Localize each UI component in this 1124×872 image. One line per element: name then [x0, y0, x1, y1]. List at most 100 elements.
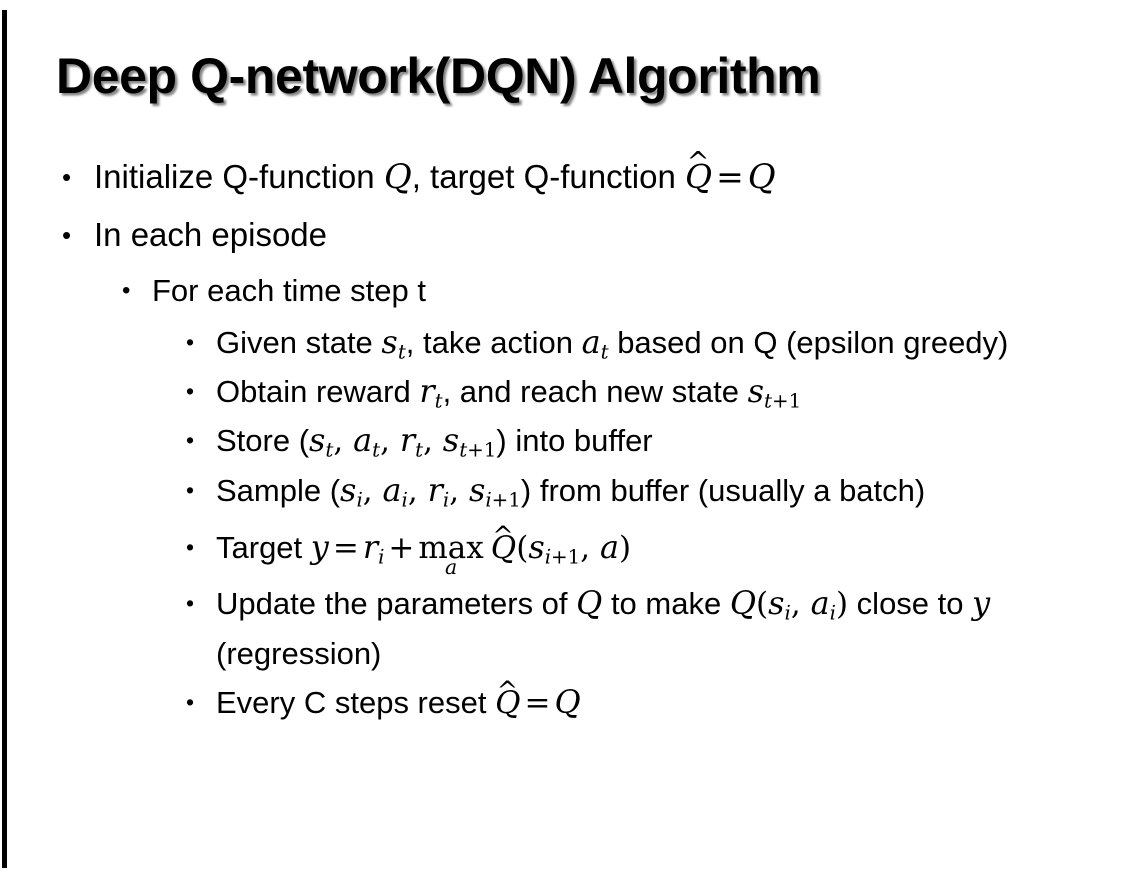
math-var-s: s — [528, 528, 545, 566]
math-subscript-i-plus-1: i+1 — [485, 489, 521, 512]
text-fragment: , — [362, 473, 383, 509]
bullet-glyph-icon: • — [186, 427, 195, 453]
text-fragment: close to — [848, 586, 973, 621]
math-var-r: r — [419, 372, 435, 410]
bullet-item-given-state: • Given state st, take action at based o… — [0, 318, 1124, 367]
text-fragment: Target — [216, 530, 311, 565]
subscript-var: t — [459, 438, 468, 462]
bullet-item-update-parameters: • Update the parameters of Q to make Q(s… — [0, 579, 1124, 678]
bullet-item-reset-target-network: • Every C steps reset ^Q=Q — [0, 675, 1124, 728]
math-subscript-i: i — [356, 488, 363, 512]
hat-accent-icon: ^ — [496, 674, 519, 705]
bullet-text-in-each-episode: In each episode — [94, 216, 328, 253]
math-var-s: s — [442, 421, 460, 459]
bullet-text-update-parameters: Update the parameters of Q to make Q(si,… — [216, 579, 1096, 678]
math-subscript-i-plus-1: i+1 — [545, 546, 581, 569]
bullet-text-reset-target-network: Every C steps reset ^Q=Q — [216, 675, 1096, 728]
text-fragment: ) from buffer (usually a batch) — [520, 473, 926, 508]
math-var-r: r — [362, 528, 379, 566]
text-fragment: , — [380, 423, 400, 459]
math-subscript-t-plus-1: t+1 — [764, 390, 801, 413]
math-var-qhat-base: Q — [685, 157, 713, 196]
math-q-hat: ^Q — [495, 675, 521, 728]
bullet-item-store-transition: • Store (st, at, rt, st+1) into buffer — [0, 416, 1124, 466]
math-comma: , — [580, 530, 600, 566]
math-subscript-t-plus-1: t+1 — [459, 439, 496, 462]
math-var-s: s — [468, 471, 486, 509]
math-paren-close: ) — [835, 586, 849, 622]
bullet-glyph-icon: • — [186, 329, 195, 355]
text-fragment: , target Q-function — [411, 158, 685, 195]
math-subscript-i: i — [829, 601, 836, 625]
math-var-a: a — [581, 323, 601, 361]
math-var-y: y — [310, 528, 329, 566]
math-subscript-t: t — [397, 340, 406, 364]
math-comma: , — [790, 586, 811, 622]
bullet-item-initialize: • Initialize Q-function Q, target Q-func… — [0, 147, 1124, 206]
math-var-q: Q — [383, 157, 412, 197]
math-var-a: a — [353, 421, 373, 459]
math-subscript-t: t — [600, 340, 609, 364]
subscript-rest: +1 — [467, 438, 497, 462]
math-paren-close: ) — [619, 530, 632, 566]
subscript-var: t — [763, 389, 772, 413]
math-q-hat: ^Q — [491, 517, 516, 579]
math-var-s: s — [309, 421, 326, 459]
text-fragment: to make — [602, 586, 730, 621]
bullet-glyph-icon: • — [62, 220, 72, 250]
math-subscript-t: t — [434, 389, 443, 413]
math-var-q2: Q — [729, 584, 756, 622]
math-var-a: a — [810, 584, 830, 622]
math-subscript-i: i — [784, 601, 791, 625]
math-equals: = — [524, 685, 551, 721]
subscript-var: i — [544, 545, 552, 569]
text-fragment: , take action — [405, 325, 582, 360]
text-fragment: , — [423, 423, 443, 459]
bullet-glyph-icon: • — [186, 477, 195, 503]
math-max-label: max — [418, 530, 484, 566]
math-var-r: r — [399, 421, 416, 459]
bullet-glyph-icon: • — [186, 590, 195, 616]
math-equals: = — [716, 157, 744, 196]
bullet-glyph-icon: • — [186, 689, 195, 715]
bullet-text-obtain-reward: Obtain reward rt, and reach new state st… — [216, 367, 1096, 416]
page-title: Deep Q-network(DQN) Algorithm — [56, 48, 821, 104]
text-fragment: ) into buffer — [496, 423, 653, 458]
math-var-qhat-base: Q — [495, 685, 521, 721]
math-subscript-t: t — [325, 438, 334, 462]
math-var-q2: Q — [747, 157, 776, 197]
bullet-text-sample-batch: Sample (si, ai, ri, si+1) from buffer (u… — [216, 466, 1096, 516]
math-var-q: Q — [554, 683, 581, 721]
math-var-s: s — [340, 471, 357, 509]
math-var-s: s — [768, 584, 785, 622]
math-var-s: s — [747, 372, 764, 410]
text-fragment: Sample ( — [216, 473, 341, 508]
math-subscript-i: i — [401, 488, 408, 512]
math-var-q: Q — [576, 584, 603, 622]
math-max-subscript: a — [445, 555, 458, 580]
bullet-glyph-icon: • — [62, 162, 72, 192]
bullet-item-for-each-time-step: • For each time step t — [0, 264, 1124, 318]
subscript-var: i — [485, 488, 492, 512]
bullet-text-given-state: Given state st, take action at based on … — [216, 318, 1096, 367]
hat-accent-icon: ^ — [492, 519, 514, 550]
text-fragment: based on Q (epsilon greedy) — [608, 325, 1009, 360]
math-plus: + — [388, 530, 415, 566]
math-var-qhat-base: Q — [490, 530, 517, 566]
text-fragment: Given state — [216, 325, 382, 360]
math-subscript-t: t — [415, 438, 424, 462]
math-var-y: y — [972, 584, 991, 622]
bullet-text-initialize: Initialize Q-function Q, target Q-functi… — [94, 147, 1054, 206]
bullet-glyph-icon: • — [122, 277, 131, 304]
bullet-item-sample-batch: • Sample (si, ai, ri, si+1) from buffer … — [0, 466, 1124, 516]
subscript-rest: +1 — [491, 488, 521, 512]
slide-body: • Initialize Q-function Q, target Q-func… — [0, 147, 1124, 728]
math-subscript-t: t — [372, 438, 381, 462]
hat-accent-icon: ^ — [686, 146, 710, 178]
bullet-item-in-each-episode: • In each episode — [0, 206, 1124, 264]
math-paren-open: ( — [516, 530, 529, 566]
subscript-rest: +1 — [551, 545, 581, 569]
